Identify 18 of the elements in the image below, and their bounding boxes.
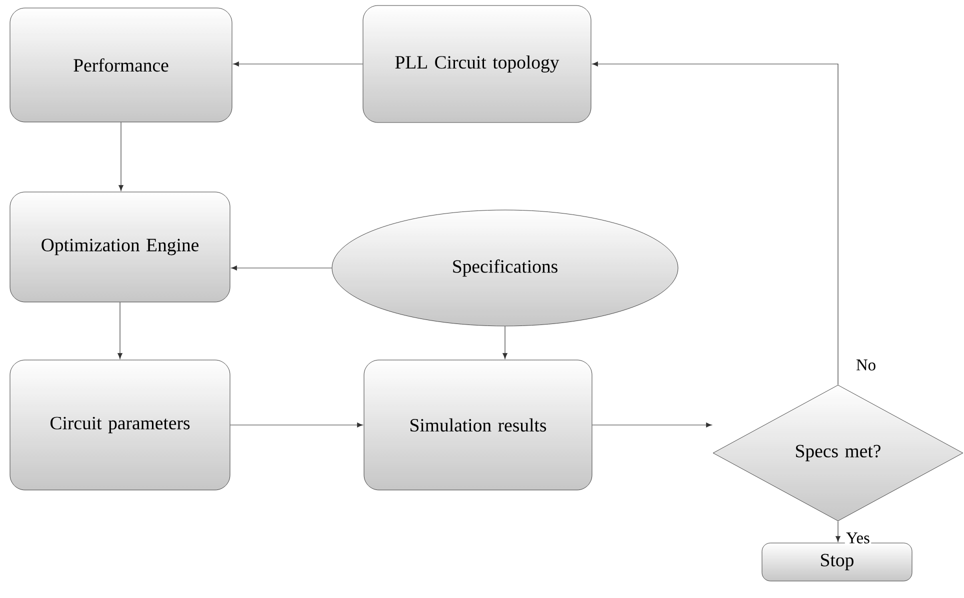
process-box: Simulation results [364, 360, 592, 490]
process-box: Circuit parameters [10, 360, 230, 490]
arrow [592, 422, 712, 428]
edge-label: No [854, 358, 878, 372]
process-box: Optimization Engine [10, 192, 230, 302]
process-box: PLL Circuit topology [362, 5, 592, 123]
arrow [231, 266, 332, 270]
arrow [230, 422, 363, 428]
arrow [502, 326, 508, 359]
arrow [592, 62, 838, 386]
arrow [836, 520, 840, 542]
edge-label: Yes [844, 531, 872, 545]
arrow [118, 302, 122, 359]
process-box: Stop [762, 542, 912, 582]
ellipse-node: Specifications [332, 210, 678, 326]
arrow [118, 122, 124, 191]
arrow [233, 62, 364, 66]
process-box: Performance [10, 8, 232, 122]
